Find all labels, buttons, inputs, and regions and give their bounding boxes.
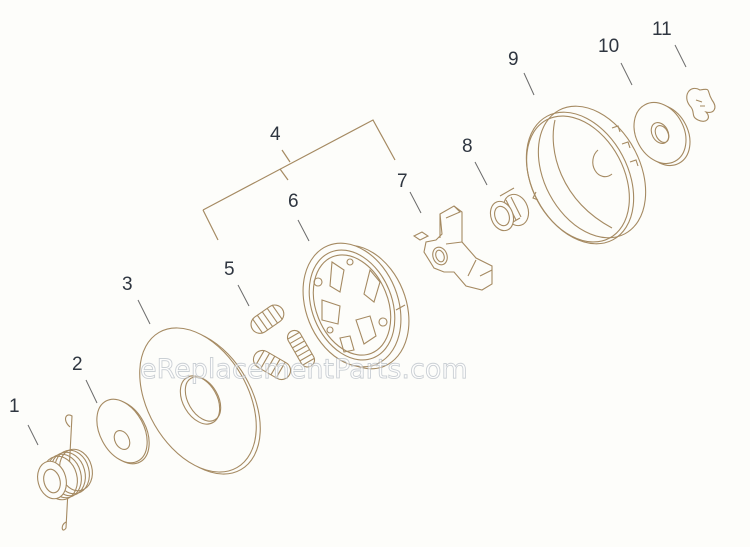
part-10-washer[interactable] [624, 93, 700, 174]
callout-8[interactable]: 8 [462, 136, 473, 157]
callout-2[interactable]: 2 [72, 354, 83, 375]
part-11-e-clip[interactable] [686, 88, 716, 122]
callout-4[interactable]: 4 [270, 124, 281, 145]
part-1-spring[interactable] [34, 414, 97, 531]
part-7-spider[interactable] [412, 205, 493, 291]
watermark: eReplacementParts.com [140, 354, 468, 385]
callout-3[interactable]: 3 [122, 274, 133, 295]
callout-10[interactable]: 10 [598, 36, 619, 57]
part-2-washer[interactable] [87, 391, 160, 473]
callout-11[interactable]: 11 [652, 19, 672, 40]
part-5-springs[interactable] [248, 301, 318, 382]
callout-9[interactable]: 9 [508, 49, 519, 70]
part-8-needle-bearing[interactable] [487, 187, 533, 234]
assembly-bracket [202, 119, 396, 241]
callouts: 1 2 3 4 5 6 7 8 9 10 11 [9, 19, 672, 417]
leader-lines [27, 44, 687, 446]
callout-7[interactable]: 7 [397, 171, 408, 192]
callout-1[interactable]: 1 [9, 396, 20, 417]
part-9-clutch-drum[interactable] [505, 88, 667, 263]
part-3-plate[interactable] [116, 307, 285, 494]
callout-5[interactable]: 5 [224, 259, 235, 280]
callout-6[interactable]: 6 [288, 191, 299, 212]
part-6-clutch-hub[interactable] [285, 228, 426, 383]
